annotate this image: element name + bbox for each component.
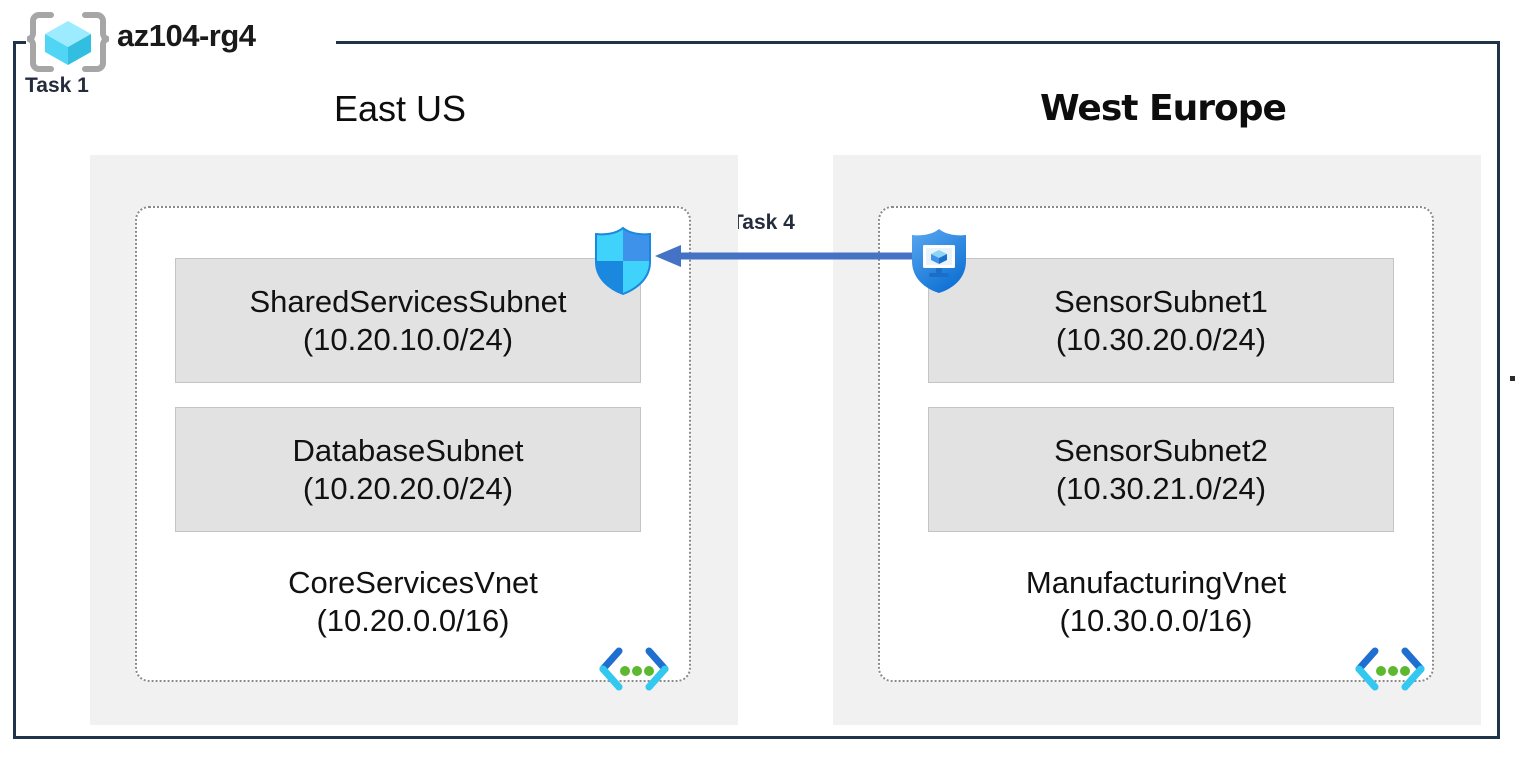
peering-arrow-left-icon xyxy=(655,243,917,269)
vnet-cidr: (10.30.0.0/16) xyxy=(1059,602,1253,638)
subnet-box-sensor1: SensorSubnet1 (10.30.20.0/24) xyxy=(928,258,1394,383)
vnet-caption-coreservices: CoreServicesVnet (10.20.0.0/16) xyxy=(135,564,691,640)
subnet-cidr: (10.30.20.0/24) xyxy=(1055,321,1267,357)
region-title-east-us: East US xyxy=(334,88,467,129)
subnet-cidr: (10.20.10.0/24) xyxy=(302,321,514,357)
region-title-west-europe: West Europe xyxy=(1040,88,1287,129)
subnet-box-sensor2: SensorSubnet2 (10.30.21.0/24) xyxy=(928,407,1394,532)
subnet-name: SensorSubnet2 xyxy=(1054,432,1268,468)
virtual-network-icon xyxy=(597,645,671,693)
stray-mark xyxy=(1510,376,1515,381)
subnet-box-database: DatabaseSubnet (10.20.20.0/24) xyxy=(175,407,641,532)
firewall-shield-icon xyxy=(592,226,654,296)
resource-group-cube-icon xyxy=(26,11,110,73)
subnet-cidr: (10.20.20.0/24) xyxy=(302,470,514,506)
vnet-cidr: (10.20.0.0/16) xyxy=(316,602,510,638)
task-label-4: Task 4 xyxy=(731,211,795,234)
vnet-name: ManufacturingVnet xyxy=(1025,565,1287,600)
subnet-name: SensorSubnet1 xyxy=(1054,283,1268,319)
task-label-1: Task 1 xyxy=(25,74,89,97)
vnet-caption-manufacturing: ManufacturingVnet (10.30.0.0/16) xyxy=(878,564,1434,640)
subnet-cidr: (10.30.21.0/24) xyxy=(1055,470,1267,506)
defender-for-cloud-shield-icon xyxy=(908,227,970,295)
vnet-name: CoreServicesVnet xyxy=(288,565,538,600)
subnet-box-sharedservices: SharedServicesSubnet (10.20.10.0/24) xyxy=(175,258,641,383)
subnet-name: SharedServicesSubnet xyxy=(249,283,567,319)
resource-group-boundary xyxy=(13,41,1500,739)
subnet-name: DatabaseSubnet xyxy=(292,432,524,468)
resource-group-name: az104-rg4 xyxy=(117,18,256,53)
virtual-network-icon xyxy=(1353,645,1427,693)
